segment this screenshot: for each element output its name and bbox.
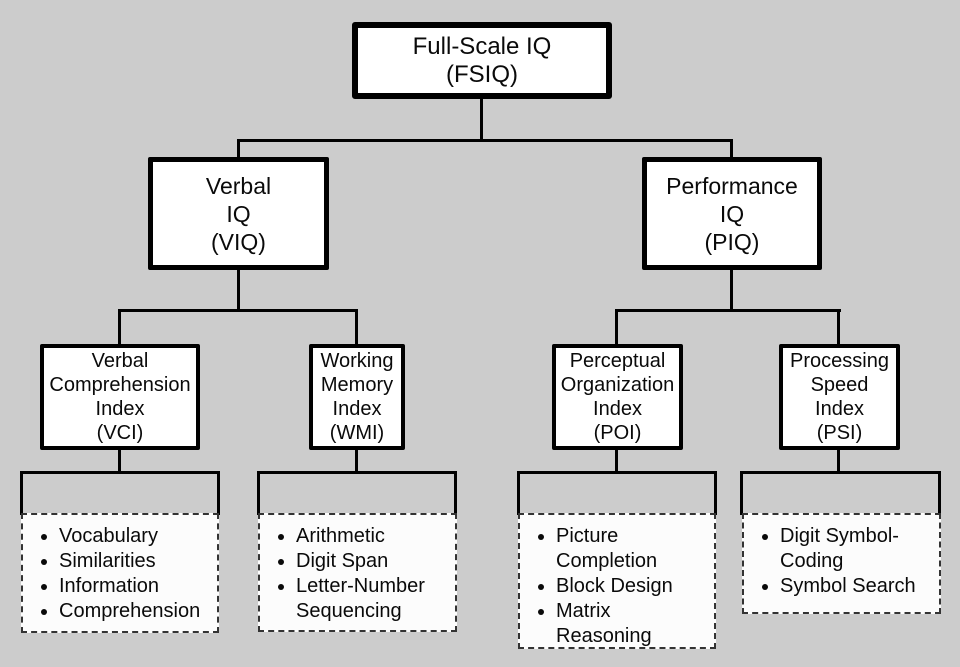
- subtest-box-poi: Picture CompletionBlock DesignMatrix Rea…: [518, 513, 716, 649]
- subtest-list-poi: Picture CompletionBlock DesignMatrix Rea…: [520, 524, 714, 649]
- subtest-item: Symbol Search: [780, 574, 933, 599]
- connector-wmi-subtests: [355, 448, 358, 473]
- subtest-item: Block Design: [556, 574, 708, 599]
- bracket-poi: [517, 471, 717, 515]
- subtest-item: Letter-Number Sequencing: [296, 574, 449, 624]
- node-label: Processing Speed Index (PSI): [790, 350, 889, 444]
- bracket-vci: [20, 471, 220, 515]
- subtest-list-wmi: ArithmeticDigit SpanLetter-Number Sequen…: [260, 524, 455, 624]
- node-label: Verbal IQ (VIQ): [205, 172, 272, 255]
- bracket-psi: [740, 471, 941, 515]
- node-performance-iq: Performance IQ (PIQ): [642, 157, 822, 270]
- connector-vci-subtests: [118, 448, 121, 473]
- node-processing-speed-index: Processing Speed Index (PSI): [779, 344, 900, 450]
- subtest-item: Vocabulary: [59, 524, 211, 549]
- subtest-item: Arithmetic: [296, 524, 449, 549]
- connector-psi-subtests: [837, 448, 840, 473]
- connector-piq-drop: [730, 140, 733, 158]
- connector-fsiq-stem: [480, 97, 483, 141]
- node-verbal-iq: Verbal IQ (VIQ): [148, 157, 329, 270]
- connector-verbal-horizontal: [118, 309, 358, 312]
- connector-poi-subtests: [615, 448, 618, 473]
- connector-viq-drop: [237, 140, 240, 158]
- connector-piq-stem: [730, 268, 733, 311]
- subtest-box-wmi: ArithmeticDigit SpanLetter-Number Sequen…: [258, 513, 457, 632]
- node-verbal-comprehension-index: Verbal Comprehension Index (VCI): [40, 344, 200, 450]
- node-full-scale-iq: Full-Scale IQ (FSIQ): [352, 22, 612, 99]
- subtest-item: Matrix Reasoning: [556, 599, 708, 649]
- subtest-box-vci: VocabularySimilaritiesInformationCompreh…: [21, 513, 219, 633]
- connector-level1-horizontal: [237, 139, 733, 142]
- connector-vci-drop: [118, 310, 121, 345]
- subtest-item: Digit Symbol-Coding: [780, 524, 933, 574]
- subtest-list-vci: VocabularySimilaritiesInformationCompreh…: [23, 524, 217, 624]
- node-label: Verbal Comprehension Index (VCI): [49, 350, 191, 444]
- node-label: Working Memory Index (WMI): [320, 350, 394, 444]
- connector-viq-stem: [237, 268, 240, 311]
- subtest-item: Similarities: [59, 549, 211, 574]
- subtest-list-psi: Digit Symbol-CodingSymbol Search: [744, 524, 939, 599]
- node-label: Perceptual Organization Index (POI): [560, 350, 675, 444]
- connector-psi-drop: [837, 310, 840, 345]
- bracket-wmi: [257, 471, 457, 515]
- connector-poi-drop: [615, 310, 618, 345]
- subtest-box-psi: Digit Symbol-CodingSymbol Search: [742, 513, 941, 614]
- node-label: Full-Scale IQ (FSIQ): [412, 32, 552, 88]
- subtest-item: Comprehension: [59, 599, 211, 624]
- node-perceptual-organization-index: Perceptual Organization Index (POI): [552, 344, 683, 450]
- connector-performance-horizontal: [615, 309, 841, 312]
- node-working-memory-index: Working Memory Index (WMI): [309, 344, 405, 450]
- connector-wmi-drop: [355, 310, 358, 345]
- node-label: Performance IQ (PIQ): [666, 172, 798, 255]
- subtest-item: Digit Span: [296, 549, 449, 574]
- subtest-item: Information: [59, 574, 211, 599]
- subtest-item: Picture Completion: [556, 524, 708, 574]
